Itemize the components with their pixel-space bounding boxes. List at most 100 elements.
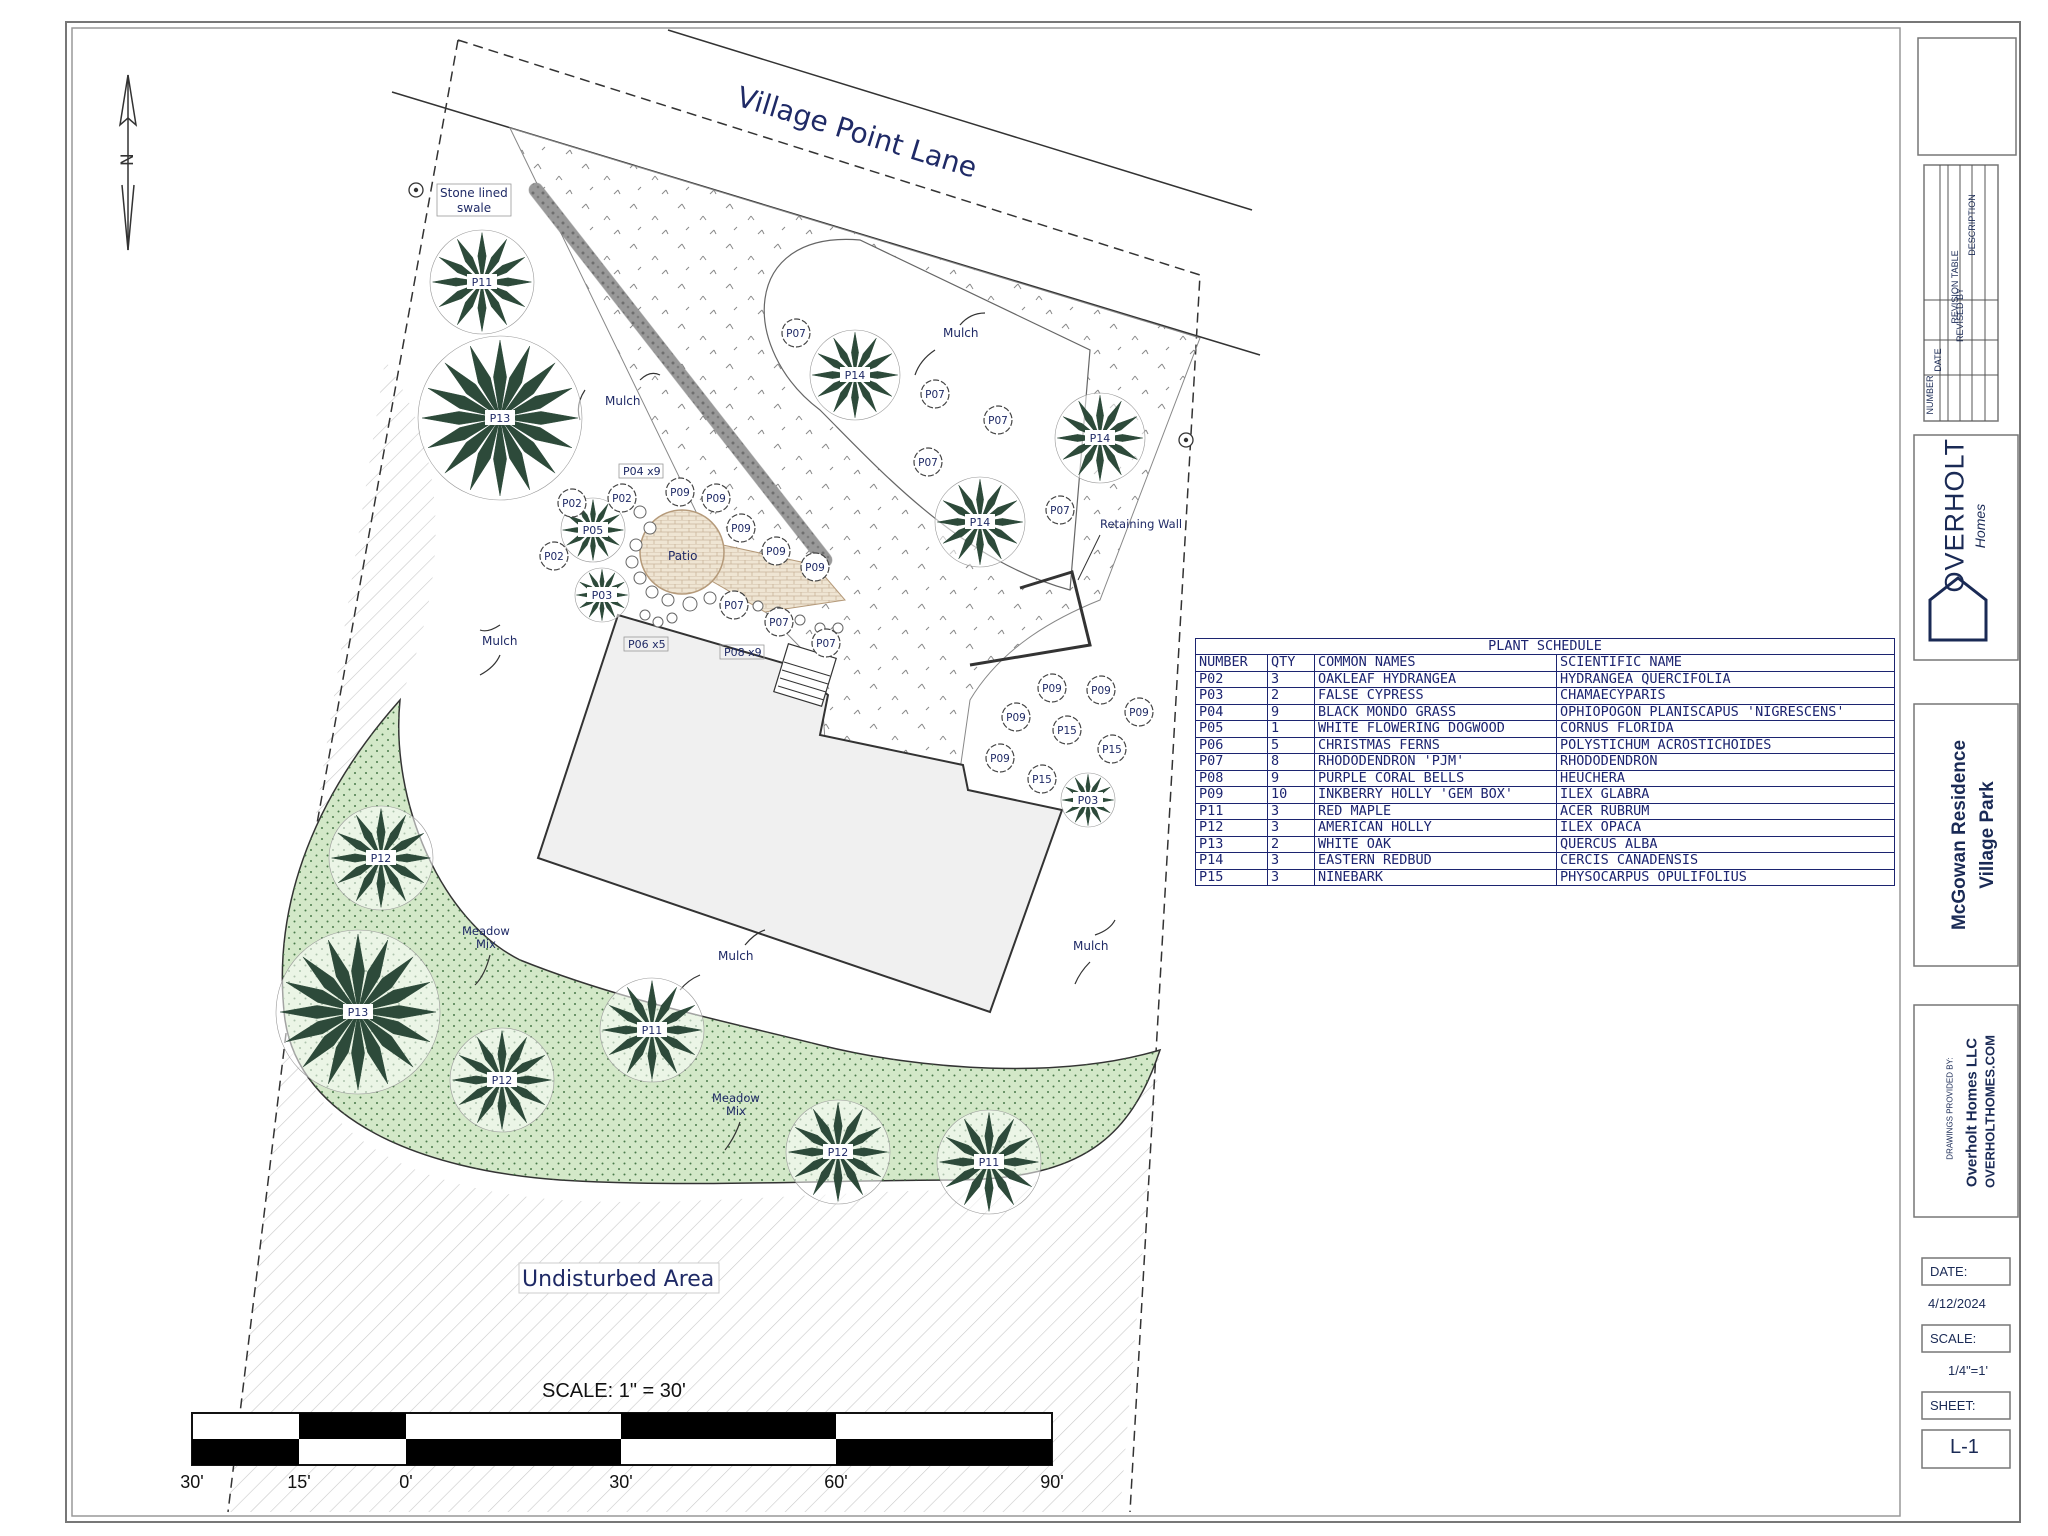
revision-table-grid — [1924, 165, 1998, 421]
shrub-symbol: P07 — [781, 318, 811, 348]
common-name-cell: BLACK MONDO GRASS — [1314, 703, 1557, 721]
shrub-symbol: P09 — [985, 743, 1015, 773]
shrub-tag: P07 — [925, 389, 945, 401]
shrub-tag: P09 — [1129, 707, 1149, 719]
shrub-tag: P09 — [805, 562, 825, 574]
col-scientific-name: SCIENTIFIC NAME — [1556, 654, 1895, 672]
project-location: Village Park — [1977, 781, 1998, 889]
tree-tag: P14 — [970, 516, 991, 529]
shrub-symbol: P02 — [539, 541, 569, 571]
meadow-mix-label: Mix — [476, 937, 496, 951]
number-cell: P14 — [1195, 852, 1268, 870]
number-cell: P11 — [1195, 802, 1268, 820]
road-edge-2 — [667, 29, 1253, 211]
undisturbed-area-label: Undisturbed Area — [522, 1267, 714, 1292]
shrub-symbol: P09 — [726, 513, 756, 543]
date-label: DATE: — [1930, 1264, 1968, 1279]
shrub-symbol: P15 — [1097, 734, 1127, 764]
swale-label-2: swale — [457, 201, 491, 215]
plant-schedule: PLANT SCHEDULE NUMBER QTY COMMON NAMES S… — [1195, 638, 1895, 886]
p08-callout: P08 x9 — [724, 646, 762, 659]
tree-symbol: P11 — [429, 229, 535, 335]
rev-col-revised-by: REVISED BY — [1955, 287, 1965, 343]
common-name-cell: AMERICAN HOLLY — [1314, 819, 1557, 837]
tree-tag: P13 — [490, 412, 511, 425]
date-value: 4/12/2024 — [1928, 1296, 1986, 1311]
mulch-label: Mulch — [482, 634, 518, 648]
scientific-name-cell: HYDRANGEA QUERCIFOLIA — [1556, 670, 1895, 688]
tree-symbol: P12 — [785, 1099, 891, 1205]
number-cell: P13 — [1195, 835, 1268, 853]
qty-cell: 5 — [1267, 736, 1315, 754]
retaining-wall-label: Retaining Wall — [1100, 517, 1182, 531]
scale-bar-title: SCALE: 1" = 30' — [542, 1380, 686, 1402]
common-name-cell: RHODODENDRON 'PJM' — [1314, 753, 1557, 771]
common-name-cell: NINEBARK — [1314, 868, 1557, 886]
shrub-symbol: P09 — [665, 477, 695, 507]
scientific-name-cell: ILEX OPACA — [1556, 819, 1895, 837]
scale-tick-label: 30' — [180, 1472, 203, 1492]
common-name-cell: OAKLEAF HYDRANGEA — [1314, 670, 1557, 688]
shrub-symbol: P07 — [811, 628, 841, 658]
shrub-symbol: P09 — [761, 536, 791, 566]
north-arrow: N — [118, 74, 138, 251]
qty-cell: 3 — [1267, 868, 1315, 886]
shrub-tag: P09 — [1042, 683, 1062, 695]
shrub-tag: P15 — [1102, 744, 1122, 756]
tree-symbol: P12 — [449, 1027, 555, 1133]
number-cell: P03 — [1195, 687, 1268, 705]
common-name-cell: FALSE CYPRESS — [1314, 687, 1557, 705]
qty-cell: 3 — [1267, 802, 1315, 820]
shrub-tag: P09 — [766, 546, 786, 558]
tree-tag: P11 — [979, 1156, 1000, 1169]
col-common-names: COMMON NAMES — [1314, 654, 1557, 672]
number-cell: P05 — [1195, 720, 1268, 738]
scientific-name-cell: CERCIS CANADENSIS — [1556, 852, 1895, 870]
qty-cell: 3 — [1267, 852, 1315, 870]
shrub-symbol: P07 — [719, 590, 749, 620]
shrub-tag: P09 — [1091, 685, 1111, 697]
scientific-name-cell: ILEX GLABRA — [1556, 786, 1895, 804]
shrub-tag: P02 — [612, 493, 632, 505]
tree-symbol: P14 — [809, 329, 901, 421]
undisturbed-area-west — [228, 360, 1160, 1512]
tree-tag: P03 — [1078, 794, 1099, 807]
meadow-mix-label: Mix — [726, 1104, 746, 1118]
tree-symbol: P03 — [1060, 772, 1116, 828]
property-line — [227, 39, 1201, 1513]
meadow-mix-label: Meadow — [462, 924, 510, 938]
qty-cell: 1 — [1267, 720, 1315, 738]
tree-tag: P12 — [371, 852, 392, 865]
tree-tag: P05 — [583, 524, 604, 537]
number-cell: P08 — [1195, 769, 1268, 787]
qty-cell: 9 — [1267, 703, 1315, 721]
shrub-tag: P09 — [731, 523, 751, 535]
tree-tag: P12 — [828, 1146, 849, 1159]
sheet-label: SHEET: — [1930, 1398, 1976, 1413]
tree-tag: P11 — [472, 276, 493, 289]
qty-cell: 10 — [1267, 786, 1315, 804]
tree-tag: P12 — [492, 1074, 513, 1087]
qty-cell: 8 — [1267, 753, 1315, 771]
common-name-cell: INKBERRY HOLLY 'GEM BOX' — [1314, 786, 1557, 804]
north-letter: N — [118, 153, 138, 166]
swale-label-1: Stone lined — [440, 186, 508, 200]
patio-label: Patio — [668, 549, 697, 563]
company-website: OVERHOLTHOMES.COM — [1982, 1035, 1998, 1188]
logo-name: OVERHOLT — [1939, 437, 1970, 593]
shrub-symbol: P07 — [983, 405, 1013, 435]
title-block-frame — [1913, 37, 2019, 1469]
tree-tag: P11 — [642, 1024, 663, 1037]
shrub-tag: P07 — [988, 415, 1008, 427]
common-name-cell: EASTERN REDBUD — [1314, 852, 1557, 870]
tree-tag: P14 — [1090, 432, 1111, 445]
shrub-symbol: P15 — [1027, 764, 1057, 794]
number-cell: P04 — [1195, 703, 1268, 721]
shrub-tag: P07 — [918, 457, 938, 469]
